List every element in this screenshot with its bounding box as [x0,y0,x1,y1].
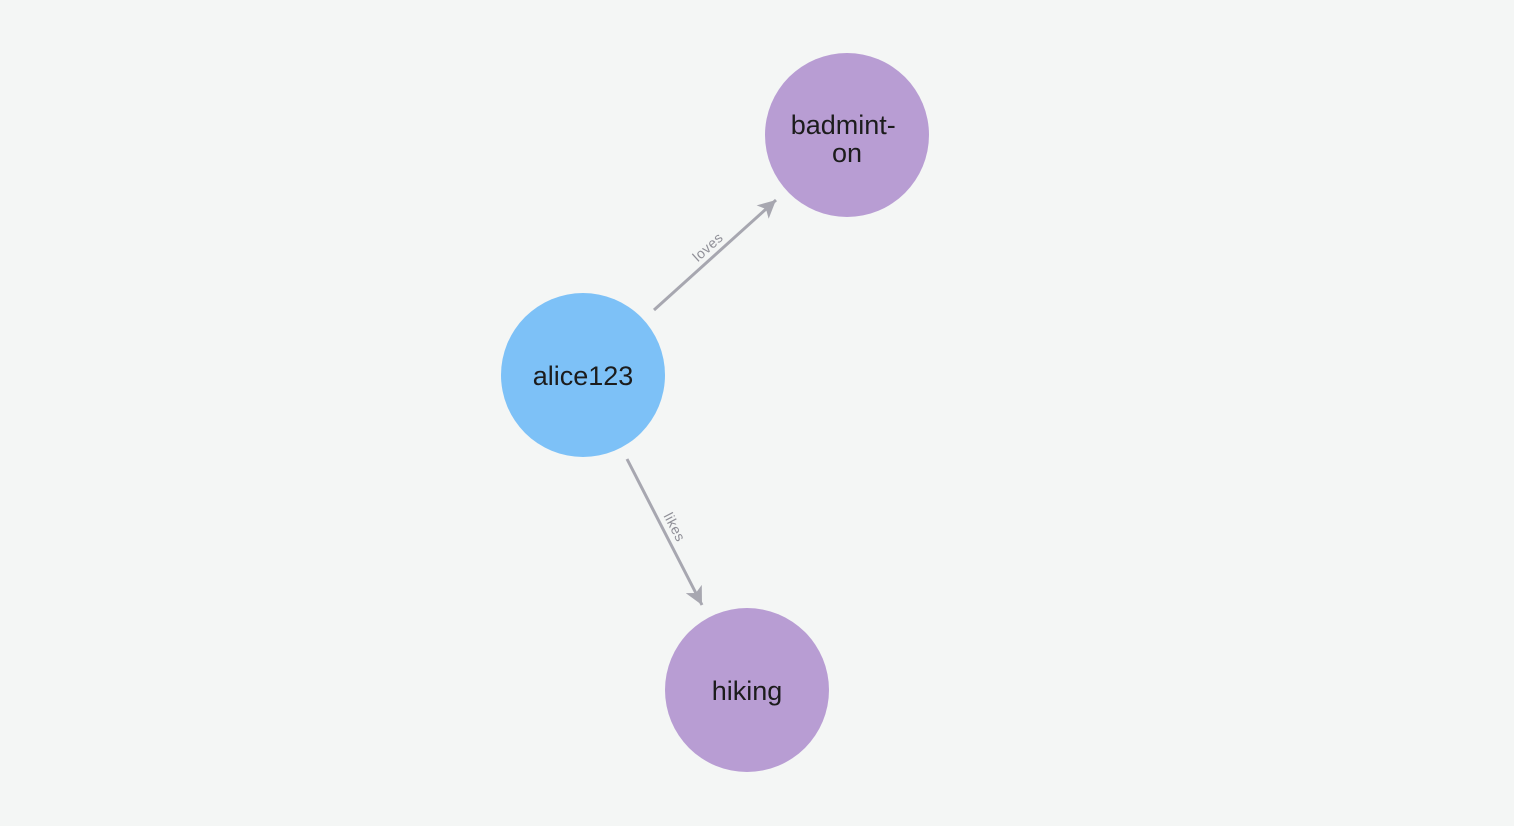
node-badminton-label-line1: badmint- [791,110,896,140]
node-badminton[interactable]: badmint- on [765,53,929,217]
node-badminton-circle[interactable] [765,53,929,217]
node-hiking[interactable]: hiking [665,608,829,772]
edge-loves-line[interactable] [652,198,778,312]
node-badminton-label: badmint- on [791,110,904,168]
node-hiking-label: hiking [712,676,783,706]
node-alice123-circle[interactable] [501,293,665,457]
node-badminton-label-line2: on [832,138,862,168]
node-alice123[interactable]: alice123 [501,293,665,457]
node-hiking-circle[interactable] [665,608,829,772]
edge-likes-line[interactable] [625,458,704,606]
node-alice123-label: alice123 [533,361,634,391]
